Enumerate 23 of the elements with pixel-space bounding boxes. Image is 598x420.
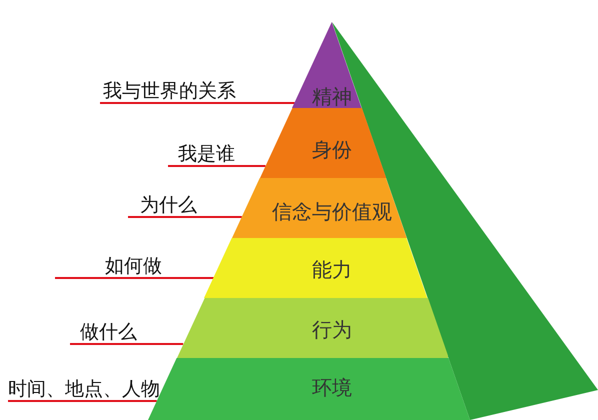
leader-line bbox=[55, 277, 214, 279]
level-label: 信念与价值观 bbox=[272, 198, 392, 226]
annotation-text: 为什么 bbox=[128, 195, 197, 218]
annotation-text: 做什么 bbox=[70, 322, 137, 345]
leader-line bbox=[8, 400, 157, 402]
pyramid-level bbox=[292, 22, 362, 108]
leader-line bbox=[70, 343, 184, 345]
annotation-text: 我与世界的关系 bbox=[100, 81, 236, 104]
level-label: 能力 bbox=[312, 256, 352, 284]
level-label: 身份 bbox=[312, 136, 352, 164]
annotation-text: 如何做 bbox=[55, 256, 162, 279]
leader-line bbox=[100, 102, 295, 104]
level-label: 行为 bbox=[312, 316, 352, 344]
level-label: 精神 bbox=[312, 84, 352, 110]
leader-line bbox=[128, 216, 242, 218]
level-label: 环境 bbox=[312, 374, 352, 402]
annotation-text: 时间、地点、人物 bbox=[8, 379, 160, 402]
pyramid-level bbox=[260, 108, 386, 178]
leader-line bbox=[168, 165, 266, 167]
pyramid-level bbox=[232, 178, 407, 238]
pyramid-level bbox=[176, 298, 448, 358]
pyramid-level bbox=[204, 238, 428, 298]
annotation-text: 我是谁 bbox=[168, 144, 235, 167]
